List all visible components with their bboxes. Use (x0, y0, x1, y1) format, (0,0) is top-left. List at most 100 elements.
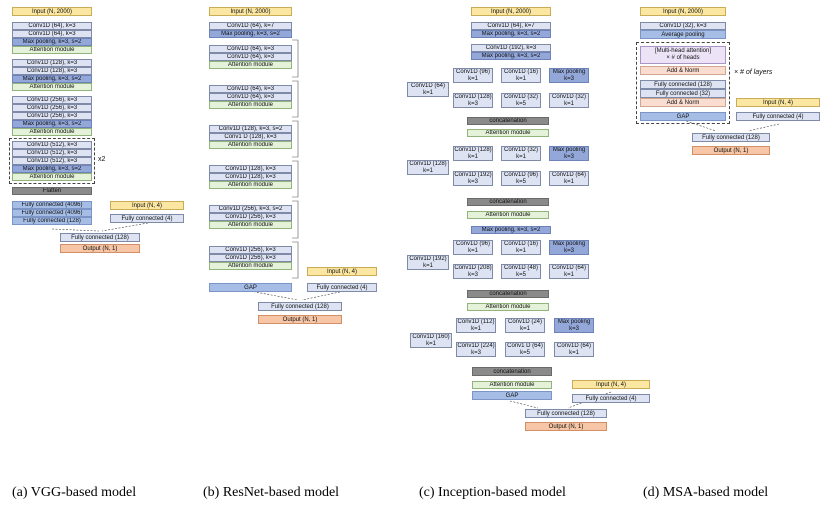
msa-addnorm-2: Add & Norm (640, 98, 726, 107)
inception-m4-bottom-1: Conv1D (224)k=3 (456, 342, 496, 357)
vgg-b1-pool: Max pooling, k=3, s=2 (12, 38, 92, 46)
vgg-fc-2: Fully connected (4096) (12, 209, 92, 217)
resnet-skip-4 (292, 160, 299, 198)
resnet-r2-conv-2: Conv1D (64), k=3 (209, 93, 292, 101)
inception-merge-arrow (509, 400, 539, 409)
inception-input: Input (N, 2000) (471, 7, 551, 16)
inception-pool2: Max pooling, k=3, s=2 (471, 226, 551, 234)
vgg-b4-attention: Attention module (12, 173, 92, 181)
vgg-b3-conv-1: Conv1D (256), k=3 (12, 96, 92, 104)
resnet-r6-conv-2: Conv1D (256), k=3 (209, 254, 292, 262)
inception-conv0: Conv1D (64), k=7 (471, 22, 551, 30)
inception-m2-bottom-2: Conv1D (96)k=5 (501, 171, 541, 186)
vgg-b2-pool: Max pooling, k=3, s=2 (12, 75, 92, 83)
vgg-b1-conv-2: Conv1D (64), k=3 (12, 30, 92, 38)
vgg-flatten: Flatten (12, 187, 92, 195)
inception-m3-bottom-3: Conv1D (64)k=1 (549, 264, 589, 279)
inception-pool0: Max pooling, k=3, s=2 (471, 30, 551, 38)
vgg-b3-conv-2: Conv1D (256), k=3 (12, 104, 92, 112)
resnet-gap: GAP (209, 283, 292, 292)
vgg-repeat-label: x2 (98, 156, 106, 163)
msa-layers-label: × # of layers (734, 69, 773, 76)
msa-merge-arrow (682, 119, 717, 132)
resnet-skip-2 (292, 80, 299, 118)
msa-layer-group (636, 42, 730, 124)
inception-m1-top-1: Conv1D (96)k=1 (453, 68, 493, 83)
inception-m3-left: Conv1D (192)k=1 (407, 255, 449, 270)
msa-input: Input (N, 2000) (640, 7, 726, 16)
vgg-merge-arrow-2 (101, 222, 149, 232)
inception-m2-left: Conv1D (128)k=1 (407, 160, 449, 175)
msa-merge-arrow-2 (747, 123, 780, 132)
inception-output: Output (N, 1) (525, 422, 607, 431)
msa-fc32: Fully connected (32) (640, 89, 726, 98)
vgg-fc128: Fully connected (128) (60, 233, 140, 242)
msa-gap: GAP (640, 112, 726, 121)
inception-m1-bottom-3: Conv1D (32)k=1 (549, 93, 589, 108)
vgg-output: Output (N, 1) (60, 244, 140, 253)
inception-m2-top-2: Conv1D (32)k=1 (501, 146, 541, 161)
resnet-fc4: Fully connected (4) (307, 283, 377, 292)
inception-input-2: Input (N, 4) (572, 380, 650, 389)
resnet-r6-conv-1: Conv1D (256), k=3 (209, 246, 292, 254)
inception-m3-top-2: Conv1D (16)k=1 (501, 240, 541, 255)
vgg-fc-1: Fully connected (4096) (12, 201, 92, 209)
vgg-fc4: Fully connected (4) (110, 214, 184, 223)
inception-m4-bottom-2: Conv1 D (64)k=5 (505, 342, 545, 357)
msa-output: Output (N, 1) (692, 146, 770, 155)
inception-gap: GAP (472, 391, 552, 400)
inception-m4-attention: Attention module (472, 381, 552, 389)
inception-m1-bottom-2: Conv1D (32)k=5 (501, 93, 541, 108)
inception-fc128: Fully connected (128) (525, 409, 607, 418)
msa-conv: Conv1D (32), k=3 (640, 22, 726, 30)
inception-m1-top-2: Conv1D (16)k=1 (501, 68, 541, 83)
msa-addnorm-1: Add & Norm (640, 66, 726, 75)
caption-msa: (d) MSA-based model (643, 485, 769, 500)
inception-m3-bottom-1: Conv1D (208)k=3 (453, 264, 493, 279)
resnet-merge-arrow (249, 290, 299, 301)
vgg-b2-conv-1: Conv1D (128), k=3 (12, 59, 92, 67)
inception-conv1: Conv1D (192), k=3 (471, 44, 551, 52)
vgg-input-2: Input (N, 4) (110, 201, 184, 210)
vgg-merge-arrow (51, 228, 100, 232)
resnet-skip-1 (292, 39, 299, 78)
resnet-r2-attention: Attention module (209, 101, 292, 109)
vgg-b4-pool: Max pooling, k=3, s=2 (12, 165, 92, 173)
resnet-pool0: Max pooling, k=3, s=2 (209, 30, 292, 38)
inception-m4-left: Conv1D (160)k=1 (410, 333, 452, 348)
vgg-fc-3: Fully connected (128) (12, 217, 92, 225)
inception-m3-attention: Attention module (467, 303, 549, 311)
inception-m2-concat: concatenation (467, 198, 549, 206)
inception-m4-bottom-3: Conv1D (64)k=1 (554, 342, 594, 357)
caption-vgg: (a) VGG-based model (12, 485, 137, 500)
vgg-b1-conv-1: Conv1D (64), k=3 (12, 22, 92, 30)
vgg-input: Input (N, 2000) (12, 7, 92, 16)
inception-m4-top-1: Conv1D (112)k=1 (456, 318, 496, 333)
inception-m2-top-1: Conv1D (128)k=1 (453, 146, 493, 161)
inception-m4-concat: concatenation (472, 367, 552, 376)
inception-m1-bottom-1: Conv1D (128)k=3 (453, 93, 493, 108)
resnet-r1-conv-2: Conv1D (64), k=3 (209, 53, 292, 61)
resnet-r2-conv-1: Conv1D (64), k=3 (209, 85, 292, 93)
inception-m1-concat: concatenation (467, 117, 549, 125)
resnet-skip-3 (292, 120, 299, 158)
inception-pool1: Max pooling, k=3, s=2 (471, 52, 551, 60)
inception-fc4: Fully connected (4) (572, 394, 650, 403)
msa-fc128: Fully connected (128) (692, 133, 770, 142)
msa-pool: Average pooling (640, 30, 726, 39)
resnet-output: Output (N, 1) (258, 315, 342, 324)
caption-resnet: (b) ResNet-based model (203, 485, 340, 500)
resnet-r3-conv-2: Conv1 D (128), k=3 (209, 133, 292, 141)
vgg-b3-attention: Attention module (12, 128, 92, 136)
vgg-b2-attention: Attention module (12, 83, 92, 91)
inception-m3-concat: concatenation (467, 290, 549, 298)
vgg-repeat-group (9, 138, 95, 184)
resnet-skip-6 (292, 241, 299, 279)
inception-m4-top-2: Conv1D (24)k=1 (505, 318, 545, 333)
resnet-input-2: Input (N, 4) (307, 267, 377, 276)
inception-m3-top-1: Conv1D (96)k=1 (453, 240, 493, 255)
